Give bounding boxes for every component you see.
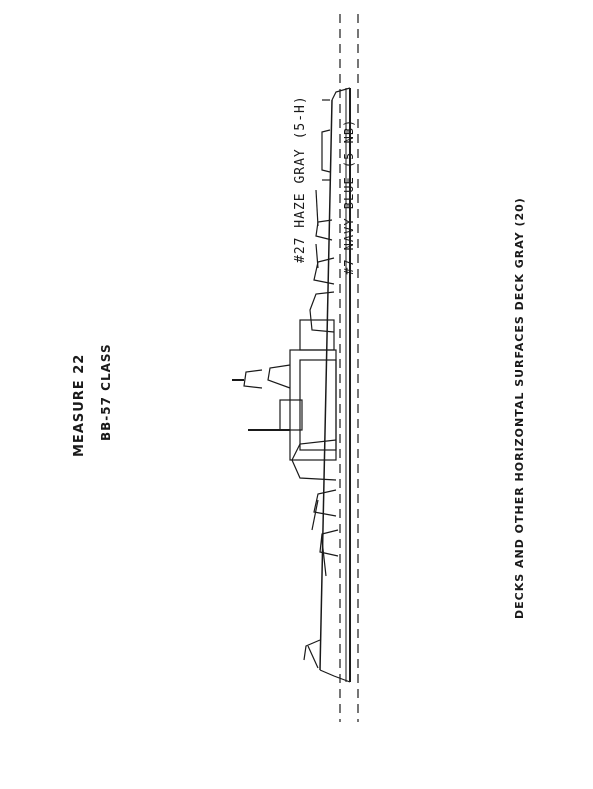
- jack-staff: [303, 639, 321, 661]
- hull-bow: [331, 87, 351, 101]
- aft-superstructure: [321, 129, 331, 173]
- aft-turret: [315, 219, 333, 241]
- mid-aft-turret: [313, 257, 335, 285]
- hull-deckline: [319, 99, 333, 671]
- jack-staff-pole: [307, 645, 319, 669]
- forward-tower: [291, 439, 337, 481]
- hull-stern: [319, 669, 351, 683]
- aft-turret-guns: [315, 189, 319, 227]
- mast-platform: [243, 369, 263, 389]
- aft-tower: [309, 291, 335, 333]
- central-superstructure: [289, 349, 337, 461]
- funnel: [267, 364, 291, 389]
- forward-turret-b: [313, 489, 337, 517]
- mid-aft-turret-guns: [315, 243, 319, 269]
- forward-turret-a-guns: [321, 539, 327, 577]
- aft-deckhouse: [299, 319, 335, 351]
- forward-turret-b-guns: [311, 499, 319, 531]
- central-superstructure-lower: [299, 359, 337, 451]
- forward-director: [279, 399, 303, 431]
- forward-turret-a: [319, 529, 339, 557]
